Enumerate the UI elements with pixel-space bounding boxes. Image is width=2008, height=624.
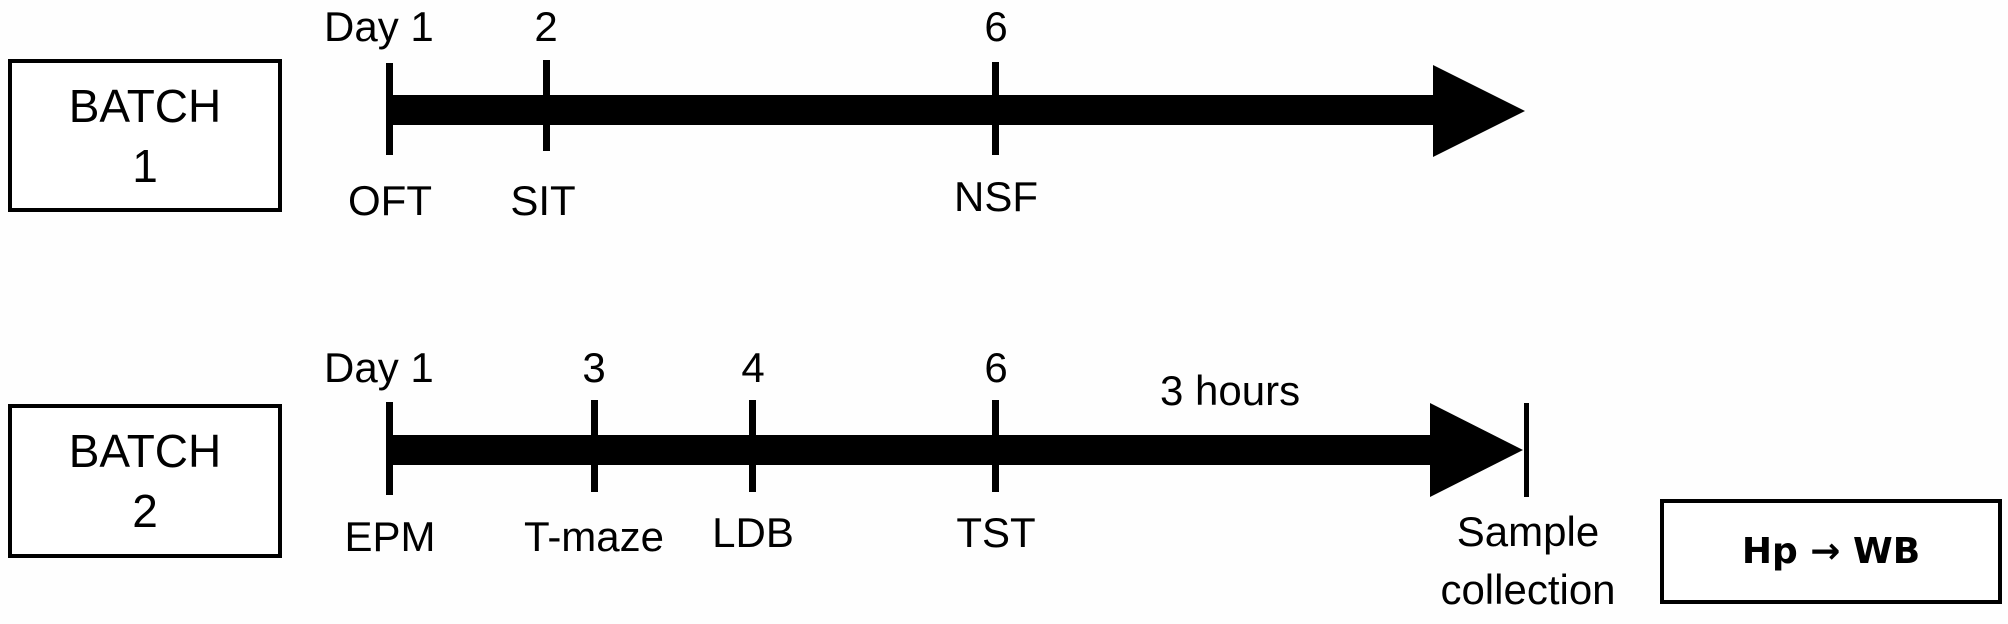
batch2-day-label: 3 (582, 344, 606, 391)
batch1-tick-day2 (543, 60, 550, 151)
batch2-test-label: T-maze (523, 513, 665, 560)
batch1-test-label: NSF (954, 173, 1038, 220)
sample-collection-label: Sample collection (1440, 503, 1615, 619)
batch2-box-title: BATCH (68, 425, 222, 477)
sample-collection-line1: Sample (1456, 508, 1600, 555)
interval-label: 3 hours (1160, 367, 1301, 414)
batch1-box: BATCH 1 (8, 59, 282, 212)
sample-collection-line2: collection (1440, 566, 1616, 613)
sample-collection-tick (1524, 403, 1529, 497)
batch2-box: BATCH 2 (8, 404, 282, 558)
batch2-tick-day4 (749, 400, 756, 492)
batch1-tick-day1 (386, 63, 393, 155)
batch2-tick-day6 (992, 400, 999, 492)
batch2-day-label: 6 (984, 344, 1008, 391)
batch1-arrow (386, 60, 1525, 157)
batch1-test-label: OFT (348, 177, 432, 224)
hp-wb-label: Hp → WB (1741, 531, 1921, 572)
batch1-box-number: 1 (132, 139, 158, 192)
batch2-box-number: 2 (132, 485, 158, 537)
batch2-test-label: TST (956, 509, 1036, 556)
batch2-arrow (386, 400, 1529, 497)
batch2-tick-day3 (591, 400, 598, 492)
batch1-day-label: Day 1 (324, 3, 434, 50)
batch2-day-label: 4 (741, 344, 765, 391)
batch2-day-label: Day 1 (324, 344, 434, 391)
batch2-tick-day1 (386, 402, 393, 495)
batch1-test-label: SIT (510, 177, 576, 224)
batch2-test-label: LDB (712, 509, 794, 556)
batch2-test-label: EPM (344, 513, 436, 560)
batch1-day-label: 6 (984, 3, 1008, 50)
batch1-day-label: 2 (534, 3, 558, 50)
hp-wb-box: Hp → WB (1660, 499, 2002, 604)
batch1-tick-day6 (992, 62, 999, 155)
batch1-box-title: BATCH (68, 79, 222, 132)
